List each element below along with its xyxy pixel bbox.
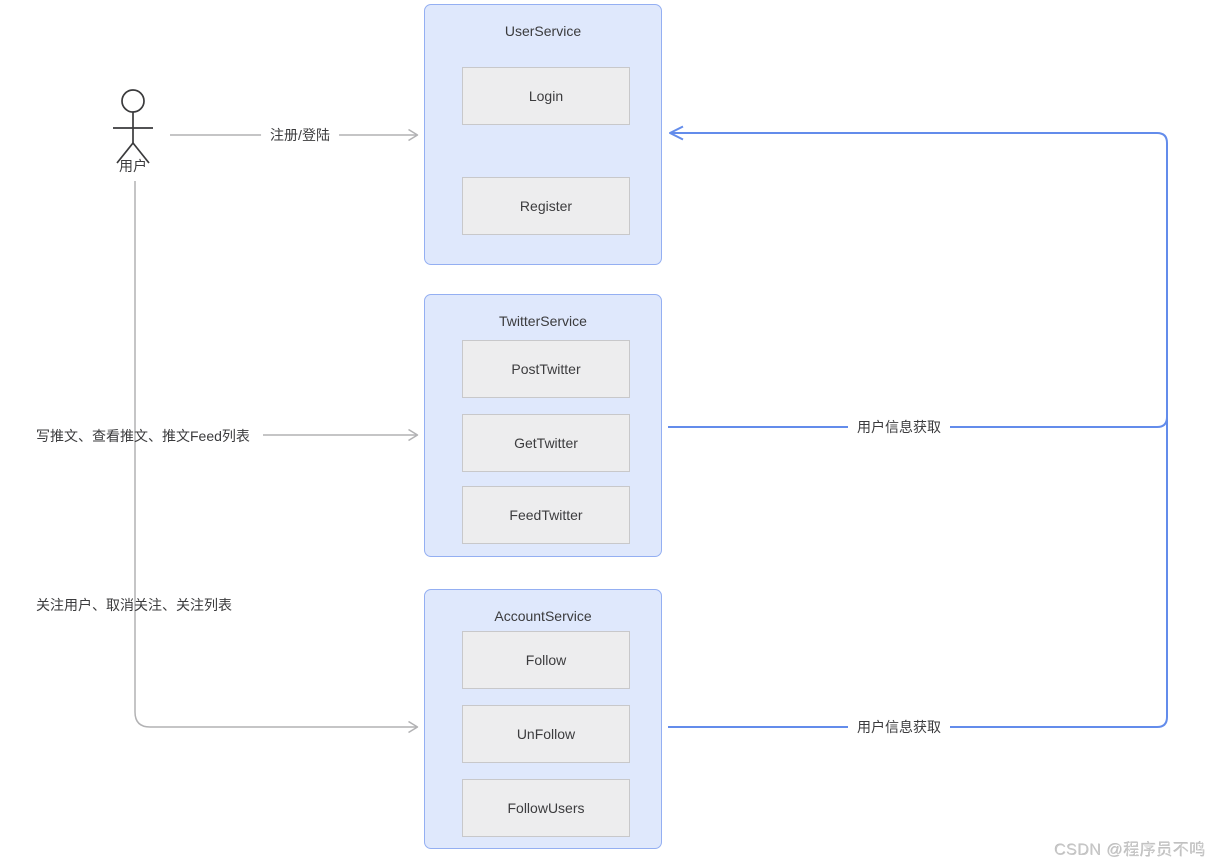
method-feedtwitter: FeedTwitter [462,486,630,544]
service-title: TwitterService [499,313,587,329]
method-posttwitter: PostTwitter [462,340,630,398]
edge-label-tweet-operations: 写推文、查看推文、推文Feed列表 [36,428,250,444]
edge-label-register-login: 注册/登陆 [261,125,339,145]
edge-label-user-info-fetch-top: 用户信息获取 [848,417,950,437]
csdn-watermark: CSDN @程序员不鸣 [1054,842,1206,859]
method-followusers: FollowUsers [462,779,630,837]
edge-label-user-info-fetch-bottom: 用户信息获取 [848,717,950,737]
service-box-twitterservice: TwitterService PostTwitter GetTwitter Fe… [424,294,662,557]
method-login: Login [462,67,630,125]
method-follow: Follow [462,631,630,689]
method-register: Register [462,177,630,235]
edge-label-follow-operations: 关注用户、取消关注、关注列表 [36,597,232,613]
service-box-userservice: UserService Login Register [424,4,662,265]
service-box-accountservice: AccountService Follow UnFollow FollowUse… [424,589,662,849]
service-title: UserService [504,23,582,39]
method-unfollow: UnFollow [462,705,630,763]
user-actor-icon [113,89,153,164]
actor-label: 用户 [119,158,147,174]
edge-label-to-twitterservice [263,428,419,442]
service-title: AccountService [494,608,592,624]
edge-actor-to-accountservice [134,181,419,734]
method-gettwitter: GetTwitter [462,414,630,472]
